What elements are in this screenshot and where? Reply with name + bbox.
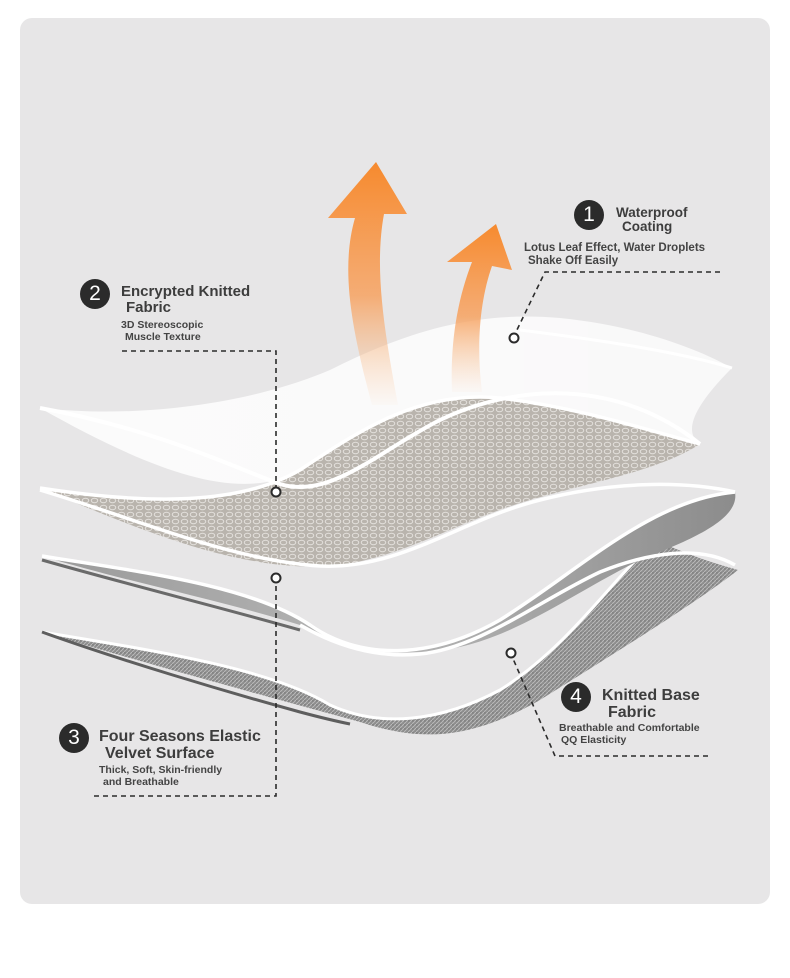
feature-2-desc-line: Muscle Texture [125,330,201,343]
feature-2-description: 3D Stereoscopic Muscle Texture [121,319,204,343]
marker-dot-2 [270,486,282,498]
feature-2-title: Encrypted Knitted Fabric [121,284,250,316]
layer-velvet-surface [41,490,736,657]
layer-knitted-base [41,540,738,735]
feature-3-title: Four Seasons Elastic Velvet Surface [99,728,261,763]
feature-2-number-badge: 2 [80,279,110,309]
leader-line-4 [510,653,708,757]
feature-4-title-line: Fabric [608,703,657,721]
feature-4-title-line: Knitted Base [602,687,700,704]
breathability-arrow-icon [447,224,512,392]
feature-3-desc-line: Thick, Soft, Skin-friendly [99,764,223,776]
feature-3-number-badge: 3 [59,723,89,753]
feature-2-title-line: Encrypted Knitted [121,283,251,300]
leader-line-2 [122,350,277,490]
feature-1-title-line: Coating [622,219,673,235]
feature-4-title: Knitted Base Fabric [602,687,700,722]
feature-4-desc-line: Breathable and Comfortable [559,722,700,734]
leader-line-1 [513,271,720,337]
feature-1-desc-line: Lotus Leaf Effect, Water Droplets [524,242,706,254]
layer-encrypted-knit [39,395,736,568]
marker-dot-3 [270,572,282,584]
leader-line-3 [94,580,277,797]
feature-4-desc-line: QQ Elasticity [561,733,627,746]
feature-3-description: Thick, Soft, Skin-friendly and Breathabl… [99,764,223,788]
leader-lines [94,271,720,797]
feature-1-number-badge: 1 [574,200,604,230]
feature-3-desc-line: and Breathable [103,775,179,788]
feature-1-title: Waterproof Coating [616,205,688,235]
marker-dot-1 [508,332,520,344]
marker-dot-4 [505,647,517,659]
feature-1-title-line: Waterproof [616,205,688,220]
feature-1-desc-line: Shake Off Easily [528,254,619,267]
feature-3-title-line: Four Seasons Elastic [99,728,261,745]
feature-4-description: Breathable and Comfortable QQ Elasticity [559,722,700,746]
feature-2-desc-line: 3D Stereoscopic [121,319,204,331]
feature-1-description: Lotus Leaf Effect, Water Droplets Shake … [524,242,705,267]
feature-2-title-line: Fabric [126,298,172,316]
feature-4-number-badge: 4 [561,682,591,712]
feature-3-title-line: Velvet Surface [105,744,215,762]
breathability-arrow-icon [328,162,407,405]
